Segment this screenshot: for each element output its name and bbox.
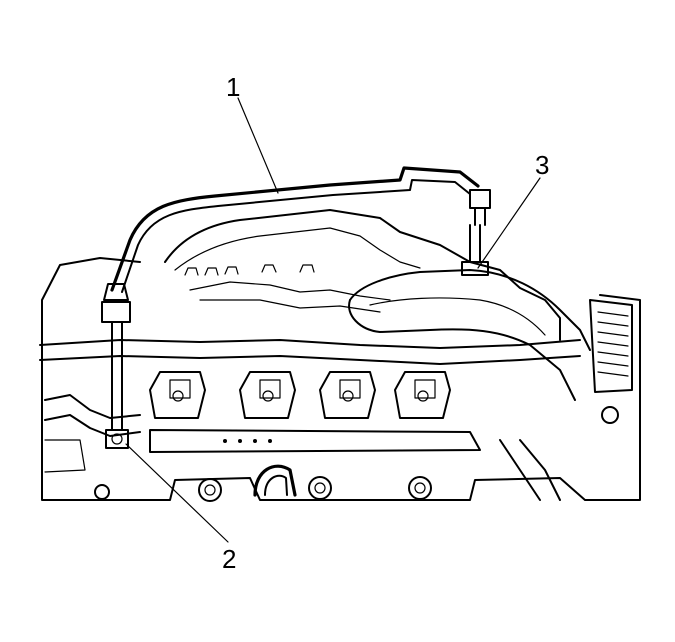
right-bolt bbox=[601, 406, 619, 424]
right-hose bbox=[499, 439, 561, 501]
cover-ridge bbox=[189, 281, 391, 301]
engine-cover-inner bbox=[174, 227, 421, 271]
left-bracket bbox=[44, 439, 86, 473]
valve-cover-rail bbox=[149, 429, 481, 453]
lower-hose bbox=[253, 464, 297, 497]
hose-inner bbox=[121, 179, 471, 293]
leader-line-1 bbox=[237, 97, 279, 194]
ignition-coils bbox=[149, 371, 451, 419]
intake-duct-fold bbox=[369, 297, 546, 336]
pcv-hose bbox=[101, 166, 491, 323]
cover-ridge-2 bbox=[199, 299, 381, 313]
engine-bottom-outline bbox=[41, 257, 641, 501]
right-bracket bbox=[589, 299, 633, 393]
intake-duct-lower bbox=[348, 299, 576, 401]
callout-1: 1 bbox=[226, 72, 240, 102]
fitting-stem bbox=[111, 321, 123, 431]
cross-tube-lower bbox=[39, 355, 581, 365]
coil-connectors bbox=[169, 379, 436, 402]
engine-assembly bbox=[39, 209, 641, 502]
cover-ribs bbox=[184, 264, 315, 276]
bracket-grille bbox=[597, 311, 629, 377]
spark-plug-well-inner bbox=[204, 482, 426, 496]
rail-dots bbox=[223, 439, 272, 443]
upper-fitting bbox=[461, 224, 489, 276]
callout-3: 3 bbox=[535, 150, 549, 180]
intake-duct bbox=[349, 269, 591, 351]
leader-line-3 bbox=[477, 177, 541, 269]
lower-hose-inner bbox=[264, 474, 288, 496]
hose-left-fitting bbox=[103, 283, 129, 301]
spark-plug-wells bbox=[198, 476, 432, 502]
leader-line-2 bbox=[125, 443, 229, 543]
leader-lines bbox=[125, 97, 541, 543]
fitting-3-stem bbox=[469, 224, 481, 263]
left-bolt bbox=[94, 484, 110, 500]
hose-left-clip bbox=[101, 301, 131, 323]
fitting-3-base bbox=[461, 261, 489, 276]
cross-tube bbox=[39, 339, 581, 349]
callout-2: 2 bbox=[222, 544, 236, 574]
hose-right-stem bbox=[474, 207, 486, 226]
hose-right-fitting bbox=[469, 189, 491, 209]
left-pipe bbox=[44, 394, 141, 419]
fitting-nut bbox=[111, 433, 123, 445]
lower-fitting bbox=[105, 321, 129, 449]
left-pipe-lower bbox=[44, 414, 141, 437]
fitting-base bbox=[105, 429, 129, 449]
hose-outer bbox=[110, 166, 480, 292]
